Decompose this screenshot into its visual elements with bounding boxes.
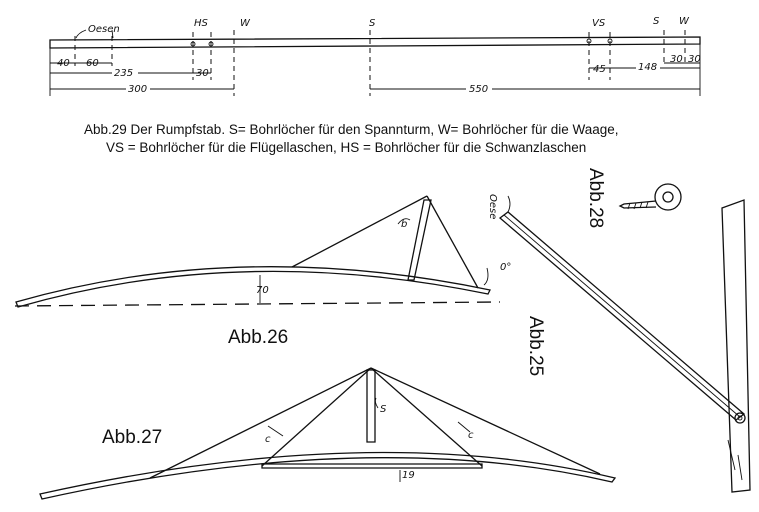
wing-spar (39, 451, 617, 500)
dim-60: 60 (86, 58, 99, 69)
dimension-row-2: 235 30 45 148 (50, 60, 700, 79)
curved-spar (15, 266, 491, 308)
dim-30-b: 30 (670, 54, 683, 65)
dim-70: 70 (256, 285, 269, 296)
tension-tower (407, 199, 432, 281)
dim-19: 19 (402, 470, 415, 481)
dimension-row-3: 300 550 (50, 82, 700, 95)
caption-figure-29-line-2: VS = Bohrlöcher für die Flügellaschen, H… (106, 140, 586, 155)
figure-26-side-view: 70 b 0° Abb.26 (14, 195, 511, 348)
dim-550: 550 (469, 84, 488, 95)
label-w-right: W (679, 16, 690, 27)
label-oesen: Oesen (88, 24, 120, 35)
fuselage-rod-shape (49, 36, 701, 49)
label-s: S (380, 404, 387, 415)
dim-45: 45 (593, 64, 606, 75)
label-b: b (401, 219, 407, 230)
figure-29-fuselage-rod: Oesen HS W S VS S W 40 60 30 30 235 30 4… (49, 16, 701, 155)
drill-holes (49, 30, 701, 96)
dim-148: 148 (638, 62, 657, 73)
center-tower (366, 369, 376, 443)
title-abb-28: Abb.28 (585, 168, 606, 228)
eyelet-ring (654, 183, 682, 211)
dim-40: 40 (57, 58, 70, 69)
label-oese: Oese (487, 194, 498, 219)
dim-235: 235 (114, 68, 133, 79)
title-abb-26: Abb.26 (228, 327, 288, 348)
baseline (14, 301, 501, 307)
joint-bolt (734, 412, 746, 424)
screw-thread (618, 200, 657, 209)
dim-30-c: 30 (688, 54, 701, 65)
dim-300: 300 (128, 84, 147, 95)
vertical-post (721, 199, 751, 493)
label-s-right: S (653, 16, 660, 27)
title-abb-27: Abb.27 (102, 427, 162, 448)
angle-label: 0° (500, 262, 511, 273)
dimension-row-1: 40 60 30 30 (50, 54, 701, 69)
label-vs: VS (592, 18, 606, 29)
title-abb-25: Abb.25 (525, 316, 546, 376)
lower-bar (261, 463, 483, 469)
dim-30: 30 (196, 68, 209, 79)
figure-25-rod-assembly: Oese Abb.25 (487, 194, 751, 493)
label-c-right: c (468, 430, 474, 441)
diagonal-strip (498, 211, 746, 421)
figure-28-eyelet-screw: Abb.28 (585, 168, 682, 228)
figure-27-front-view: S c c 19 Abb.27 (39, 367, 617, 500)
label-w-left: W (240, 18, 251, 29)
label-s-center: S (369, 18, 376, 29)
label-hs: HS (194, 18, 209, 29)
caption-figure-29-line-1: Abb.29 Der Rumpfstab. S= Bohrlöcher für … (84, 122, 619, 137)
label-c-left: c (265, 434, 271, 445)
